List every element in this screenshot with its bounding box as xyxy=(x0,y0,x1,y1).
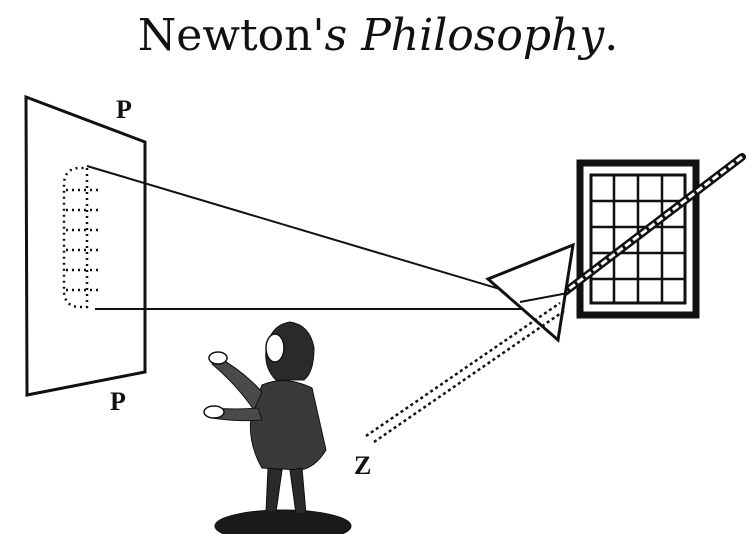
observer-figure xyxy=(203,321,352,534)
title-possessive: 's xyxy=(312,10,348,61)
label-screen-bottom: P xyxy=(110,387,126,416)
page-title: Newton's Philosophy. xyxy=(0,6,756,66)
prism-refracted-ray xyxy=(519,292,569,303)
title-word: Newton xyxy=(137,10,313,61)
label-ray-z: Z xyxy=(354,451,371,480)
title-period: . xyxy=(604,10,619,61)
screen xyxy=(24,94,147,397)
title-subject: Philosophy xyxy=(361,10,605,61)
label-screen-top: P xyxy=(116,95,132,124)
prism xyxy=(485,242,575,343)
incoming-beam xyxy=(561,153,746,296)
spectrum-image xyxy=(62,166,100,309)
upper-ray xyxy=(86,165,531,299)
beam-z xyxy=(365,301,565,444)
